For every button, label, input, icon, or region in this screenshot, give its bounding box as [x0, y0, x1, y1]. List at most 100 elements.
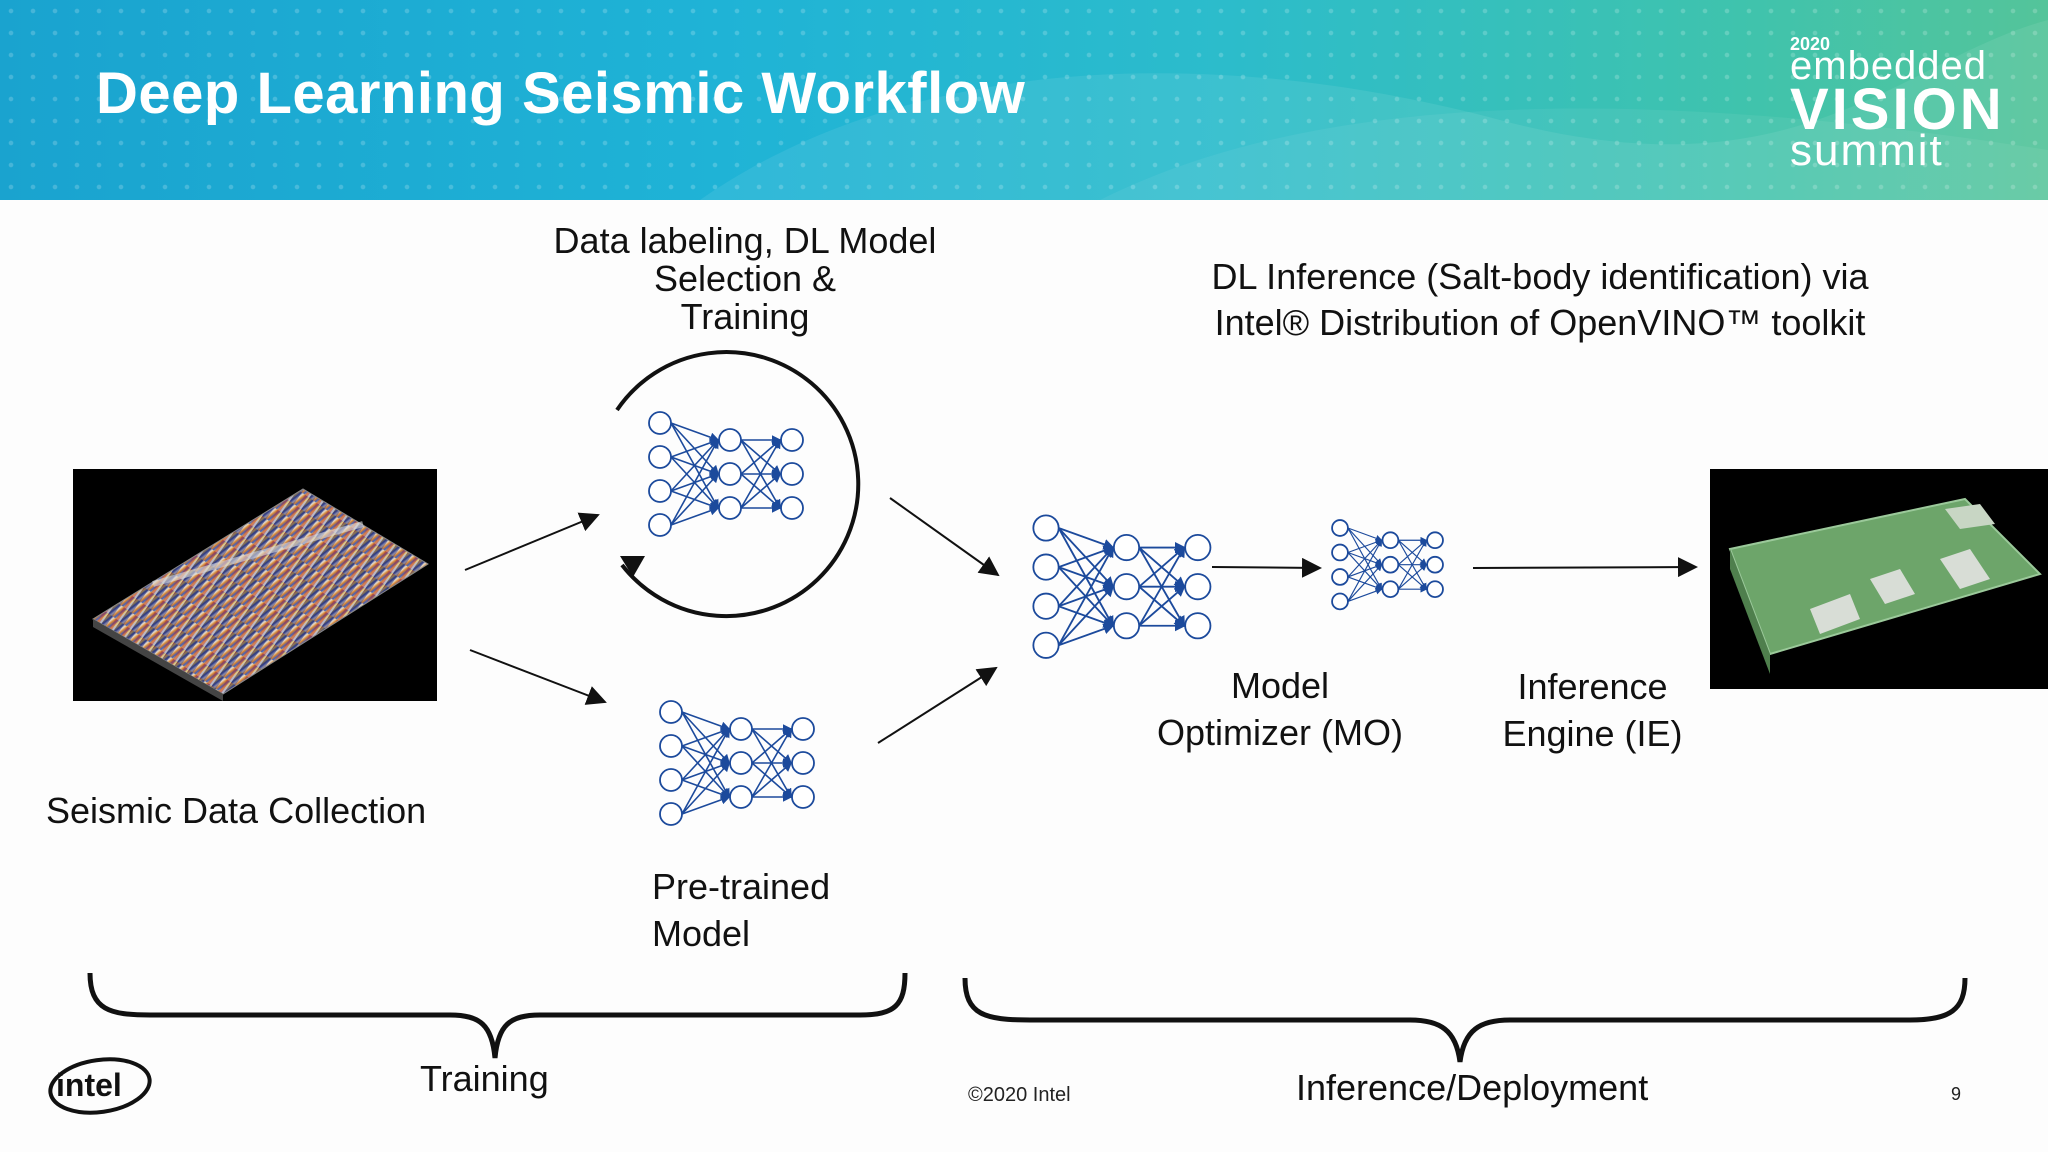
network-node	[1032, 553, 1060, 581]
network-node	[659, 734, 683, 758]
network-node	[729, 751, 753, 775]
network-node	[718, 496, 742, 520]
arrow-mo-to-ie	[1211, 557, 1322, 578]
network-node	[791, 785, 815, 809]
network-node	[718, 462, 742, 486]
network-node	[1184, 573, 1212, 601]
network-node	[659, 802, 683, 826]
arrow-to-training	[464, 512, 600, 571]
dl-inference-line2: Intel® Distribution of OpenVINO™ toolkit	[1214, 302, 1866, 344]
network-connection	[740, 472, 782, 509]
inference-brace-icon	[962, 977, 1968, 1063]
pretrained-model-label: Pre-trained Model	[652, 864, 830, 958]
logo-year: 2020	[1790, 34, 1831, 54]
network-node	[729, 717, 753, 741]
network-node	[648, 513, 672, 537]
network-node	[780, 496, 804, 520]
network-node	[1426, 555, 1444, 574]
network-node	[1381, 555, 1400, 574]
salt-body-result-image	[1710, 469, 2048, 689]
inference-engine-label: Inference Engine (IE)	[1470, 664, 1715, 758]
network-node	[791, 751, 815, 775]
network-connection	[681, 761, 731, 815]
network-node	[659, 700, 683, 724]
network-connection	[1058, 527, 1115, 550]
network-node	[1112, 612, 1141, 640]
salt-body-volume-graphic	[1728, 497, 2042, 674]
network-connection	[1397, 539, 1427, 590]
data-labeling-line2: Selection &	[653, 258, 837, 300]
dl-inference-label: DL Inference (Salt-body identification) …	[1150, 254, 1930, 346]
neural-network-icon	[648, 411, 1444, 826]
seismic-volume-graphic	[92, 488, 429, 701]
network-node	[1331, 543, 1349, 562]
model-optimizer-line1: Model	[1230, 665, 1330, 706]
neural-network-icon	[1331, 519, 1444, 611]
data-labeling-line1: Data labeling, DL Model	[553, 220, 937, 261]
arrow-training-to-mo	[889, 497, 1000, 577]
network-node	[1112, 533, 1141, 562]
network-connection	[670, 438, 719, 526]
arrow-ie-to-result	[1472, 557, 1698, 578]
network-connection	[751, 727, 792, 798]
page-number: 9	[1951, 1084, 1962, 1104]
network-connection	[1138, 585, 1186, 627]
seismic-data-image	[73, 469, 437, 701]
logo-line2: VISION	[1790, 77, 2005, 142]
slide-title: Deep Learning Seismic Workflow	[96, 61, 1026, 126]
neural-network-icon	[648, 411, 804, 537]
network-connection	[1057, 585, 1115, 646]
network-node	[1112, 573, 1141, 601]
network-node	[718, 428, 742, 452]
network-node	[729, 785, 753, 809]
network-node	[1331, 519, 1349, 537]
network-node	[1032, 514, 1060, 542]
network-node	[1381, 580, 1400, 599]
network-node	[780, 462, 804, 486]
intel-logo: intel	[48, 1057, 152, 1115]
network-node	[648, 445, 672, 469]
inference-deployment-label: Inference/Deployment	[1296, 1067, 1649, 1108]
network-node	[648, 479, 672, 503]
network-node	[1331, 592, 1349, 611]
header-banner: Deep Learning Seismic Workflow 2020 embe…	[0, 0, 2048, 200]
seismic-collection-label: Seismic Data Collection	[46, 790, 427, 831]
network-connection	[1347, 527, 1383, 542]
network-connection	[1347, 563, 1383, 602]
network-connection	[1058, 623, 1115, 647]
network-node	[1381, 531, 1400, 550]
training-label: Training	[420, 1058, 549, 1099]
network-node	[1032, 631, 1060, 659]
network-connection	[1347, 587, 1383, 602]
network-node	[1426, 531, 1444, 550]
network-connection	[681, 795, 731, 815]
neural-network-icon	[659, 700, 815, 826]
network-connection	[681, 727, 730, 815]
dl-inference-line1: DL Inference (Salt-body identification) …	[1211, 256, 1869, 297]
network-connection	[751, 761, 793, 798]
dot-pattern	[0, 0, 2048, 200]
arrow-pretrained-to-mo	[877, 666, 998, 744]
copyright-text: ©2020 Intel	[968, 1084, 1071, 1106]
network-node	[780, 428, 804, 452]
network-connection	[1397, 563, 1427, 590]
network-node	[659, 768, 683, 792]
data-labeling-line3: Training	[680, 296, 810, 338]
network-connection	[740, 438, 781, 509]
network-node	[1426, 580, 1444, 599]
neural-network-icon	[1032, 514, 1212, 659]
data-labeling-label: Data labeling, DL Model Selection & Trai…	[520, 220, 970, 338]
model-optimizer-line2: Optimizer (MO)	[1157, 711, 1403, 753]
pretrained-line1: Pre-trained	[652, 866, 831, 907]
network-node	[1331, 568, 1349, 586]
model-optimizer-label: Model Optimizer (MO)	[1130, 663, 1430, 757]
network-connection	[1347, 539, 1383, 602]
arrow-to-pretrained	[469, 649, 607, 705]
network-node	[1184, 533, 1212, 562]
logo-line3: summit	[1790, 126, 1944, 175]
training-brace-icon	[87, 972, 908, 1059]
pretrained-line2: Model	[652, 912, 751, 954]
network-node	[791, 717, 815, 741]
inference-engine-line2: Engine (IE)	[1502, 712, 1683, 754]
